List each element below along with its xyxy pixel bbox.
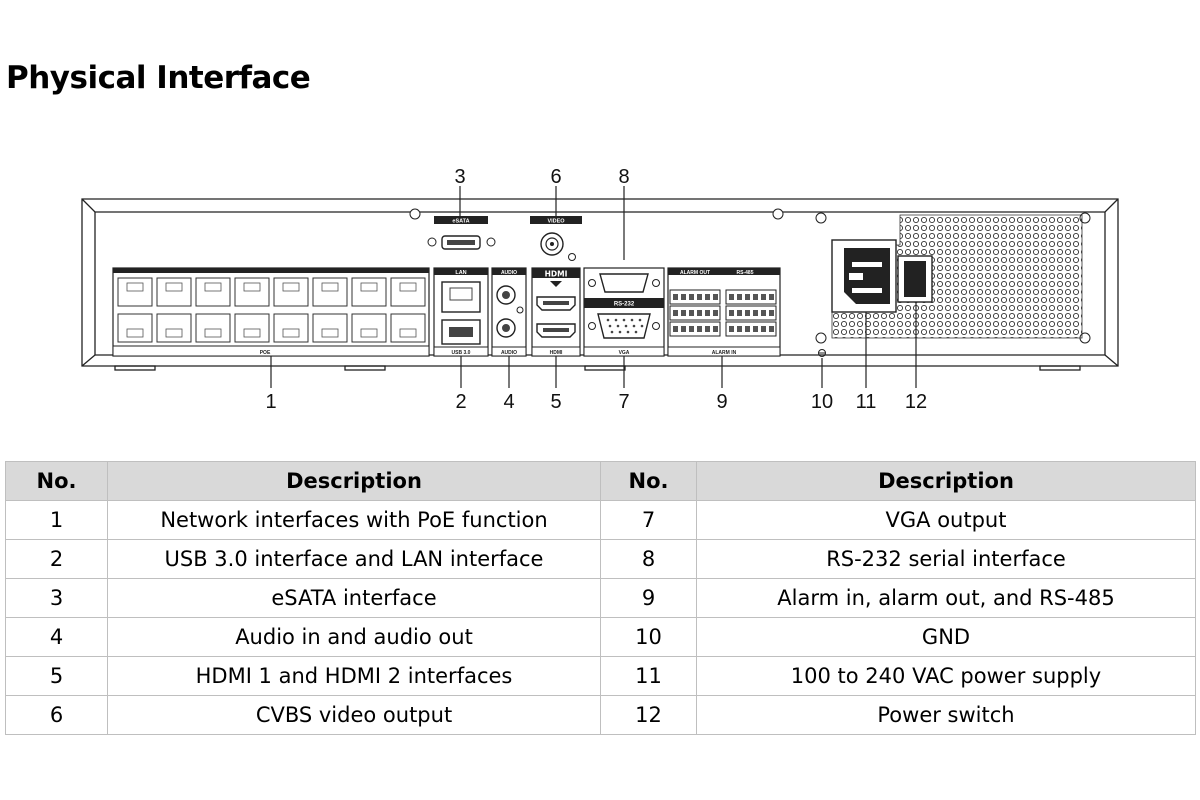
callout-10: 10 <box>811 391 833 413</box>
cell-description: GND <box>696 617 1196 657</box>
callout-5: 5 <box>550 391 561 413</box>
power-switch-icon <box>897 255 933 303</box>
column-header-no: No. <box>5 461 108 501</box>
cell-no: 4 <box>5 617 108 657</box>
cell-no: 5 <box>5 656 108 696</box>
esata-label: eSATA <box>452 219 469 225</box>
vga-label: VGA <box>619 350 630 356</box>
callout-7: 7 <box>618 391 629 413</box>
audio-top-label: AUDIO <box>501 270 517 276</box>
usb-label: USB 3.0 <box>452 350 471 356</box>
alarm-in-label: ALARM IN <box>712 350 737 356</box>
rs485-label: RS-485 <box>737 270 754 276</box>
table-row: 1 Network interfaces with PoE function 7… <box>5 500 1196 540</box>
cell-no: 8 <box>600 539 697 579</box>
rs232-vga-ports: RS-232 VGA <box>583 267 665 357</box>
callout-6: 6 <box>550 166 561 188</box>
cell-description: CVBS video output <box>107 695 601 735</box>
page-title: Physical Interface <box>6 60 311 96</box>
interface-table: No. Description No. Description 1 Networ… <box>5 461 1196 735</box>
callout-leader-lines <box>270 186 917 388</box>
cell-no: 10 <box>600 617 697 657</box>
cell-description: USB 3.0 interface and LAN interface <box>107 539 601 579</box>
cell-description: Alarm in, alarm out, and RS-485 <box>696 578 1196 618</box>
cvbs-video-port: VIDEO <box>530 216 582 261</box>
cell-no: 9 <box>600 578 697 618</box>
callout-12: 12 <box>905 391 927 413</box>
cell-no: 7 <box>600 500 697 540</box>
lan-usb-ports: LAN USB 3.0 <box>433 267 489 357</box>
cell-no: 2 <box>5 539 108 579</box>
hdmi-ports: HDMI HDMI <box>531 267 581 357</box>
poe-label: POE <box>260 350 271 356</box>
cell-no: 6 <box>5 695 108 735</box>
column-header-description: Description <box>696 461 1196 501</box>
alarm-out-label: ALARM OUT <box>680 270 710 276</box>
video-label: VIDEO <box>547 219 565 225</box>
cell-no: 12 <box>600 695 697 735</box>
cell-description: Network interfaces with PoE function <box>107 500 601 540</box>
audio-ports: AUDIO AUDIO <box>491 267 527 357</box>
rs232-label: RS-232 <box>614 302 635 308</box>
callout-1: 1 <box>265 391 276 413</box>
column-header-description: Description <box>107 461 601 501</box>
table-row: 6 CVBS video output 12 Power switch <box>5 695 1196 735</box>
cell-description: HDMI 1 and HDMI 2 interfaces <box>107 656 601 696</box>
table-row: 3 eSATA interface 9 Alarm in, alarm out,… <box>5 578 1196 618</box>
callout-4: 4 <box>503 391 514 413</box>
table-row: 2 USB 3.0 interface and LAN interface 8 … <box>5 539 1196 579</box>
callout-8: 8 <box>618 166 629 188</box>
power-socket-icon <box>831 239 897 313</box>
alarm-rs485-terminals: ALARM OUT RS-485 ALARM IN <box>667 267 781 357</box>
cell-description: RS-232 serial interface <box>696 539 1196 579</box>
callout-11: 11 <box>856 391 877 413</box>
callout-3: 3 <box>454 166 465 188</box>
cell-no: 11 <box>600 656 697 696</box>
callout-9: 9 <box>716 391 727 413</box>
hdmi-bottom-label: HDMI <box>550 350 563 356</box>
poe-network-ports: POE <box>112 267 430 357</box>
cell-description: Power switch <box>696 695 1196 735</box>
callout-numbers: 3 6 8 1 2 4 5 7 9 10 11 12 <box>265 166 927 413</box>
esata-port: eSATA <box>427 216 496 250</box>
cell-description: Audio in and audio out <box>107 617 601 657</box>
cell-description: VGA output <box>696 500 1196 540</box>
lan-label: LAN <box>455 270 466 276</box>
table-row: 5 HDMI 1 and HDMI 2 interfaces 11 100 to… <box>5 656 1196 696</box>
cell-description: 100 to 240 VAC power supply <box>696 656 1196 696</box>
column-header-no: No. <box>600 461 697 501</box>
cell-no: 1 <box>5 500 108 540</box>
callout-2: 2 <box>455 391 466 413</box>
audio-bottom-label: AUDIO <box>501 350 517 356</box>
gnd-symbol-icon <box>818 349 826 357</box>
table-header-row: No. Description No. Description <box>5 461 1196 501</box>
cell-description: eSATA interface <box>107 578 601 618</box>
hdmi-top-label: HDMI <box>545 270 568 279</box>
table-row: 4 Audio in and audio out 10 GND <box>5 617 1196 657</box>
chassis-screw-icon <box>409 208 1091 344</box>
cell-no: 3 <box>5 578 108 618</box>
rear-panel-diagram: POE eSATA VIDEO LAN USB 3.0 AUDIO <box>0 150 1200 420</box>
